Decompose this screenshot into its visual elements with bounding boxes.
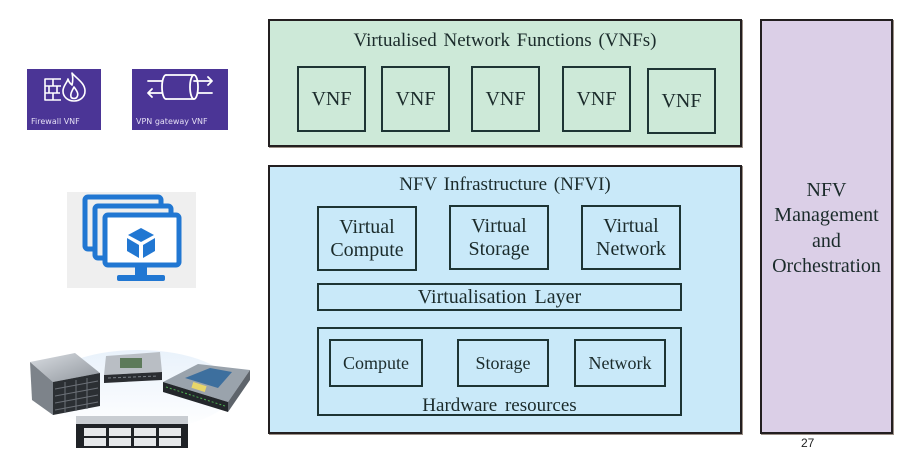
nfvi-layer: NFV Infrastructure (NFVI) Virtual Comput… (268, 165, 742, 434)
physical-servers-image (30, 350, 250, 448)
mano-label-line: Orchestration (772, 254, 881, 277)
virtual-compute-box: Virtual Compute (317, 206, 417, 271)
vpn-gateway-vnf-label: VPN gateway VNF (136, 117, 208, 126)
hardware-storage-box: Storage (457, 339, 549, 387)
vnf-box: VNF (471, 66, 540, 132)
virtual-compute-line2: Compute (330, 238, 404, 261)
vnf-layer-title: Virtualised Network Functions (VNFs) (353, 30, 657, 51)
vpn-gateway-icon (147, 74, 213, 100)
vnf-box: VNF (297, 66, 366, 132)
virtual-machines-icon (82, 194, 182, 281)
firewall-vnf-tile: Firewall VNF (27, 69, 101, 130)
virtual-compute-line1: Virtual (339, 215, 395, 238)
virtual-storage-line2: Storage (468, 237, 530, 260)
nfv-mano-block: NFV Management and Orchestration (760, 19, 893, 434)
hardware-resources-title: Hardware resources (422, 395, 577, 416)
virtual-machines-tile (67, 192, 196, 288)
vnf-box: VNF (647, 68, 716, 134)
hardware-compute-box: Compute (329, 339, 423, 387)
storage-server-4u (30, 353, 100, 415)
firewall-vnf-label: Firewall VNF (31, 117, 80, 126)
mano-label-line: NFV (806, 179, 847, 201)
virtual-storage-box: Virtual Storage (449, 205, 549, 270)
rack-server-2u-open (163, 364, 250, 412)
hardware-resources-box: Compute Storage Network Hardware resourc… (317, 327, 682, 416)
mano-label-line: and (812, 229, 841, 252)
mano-label: NFV Management and Orchestration (762, 178, 891, 279)
rack-server-1u (104, 352, 162, 383)
virtual-network-line1: Virtual (603, 214, 659, 237)
virtual-network-line2: Network (596, 237, 666, 260)
vnf-layer: Virtualised Network Functions (VNFs) VNF… (268, 19, 742, 147)
vpn-gateway-vnf-tile: VPN gateway VNF (132, 69, 228, 130)
hardware-network-box: Network (574, 339, 666, 387)
vnf-box: VNF (381, 66, 450, 132)
page-number: 27 (801, 436, 815, 450)
vnf-box: VNF (562, 66, 631, 132)
virtualisation-layer: Virtualisation Layer (317, 283, 682, 311)
virtual-network-box: Virtual Network (581, 205, 681, 270)
rack-server-2u-front (76, 416, 188, 448)
virtual-storage-line1: Virtual (471, 214, 527, 237)
nfvi-title: NFV Infrastructure (NFVI) (399, 174, 611, 195)
mano-label-line: Management (774, 204, 879, 227)
firewall-icon (44, 72, 86, 102)
cube-icon (127, 228, 155, 258)
